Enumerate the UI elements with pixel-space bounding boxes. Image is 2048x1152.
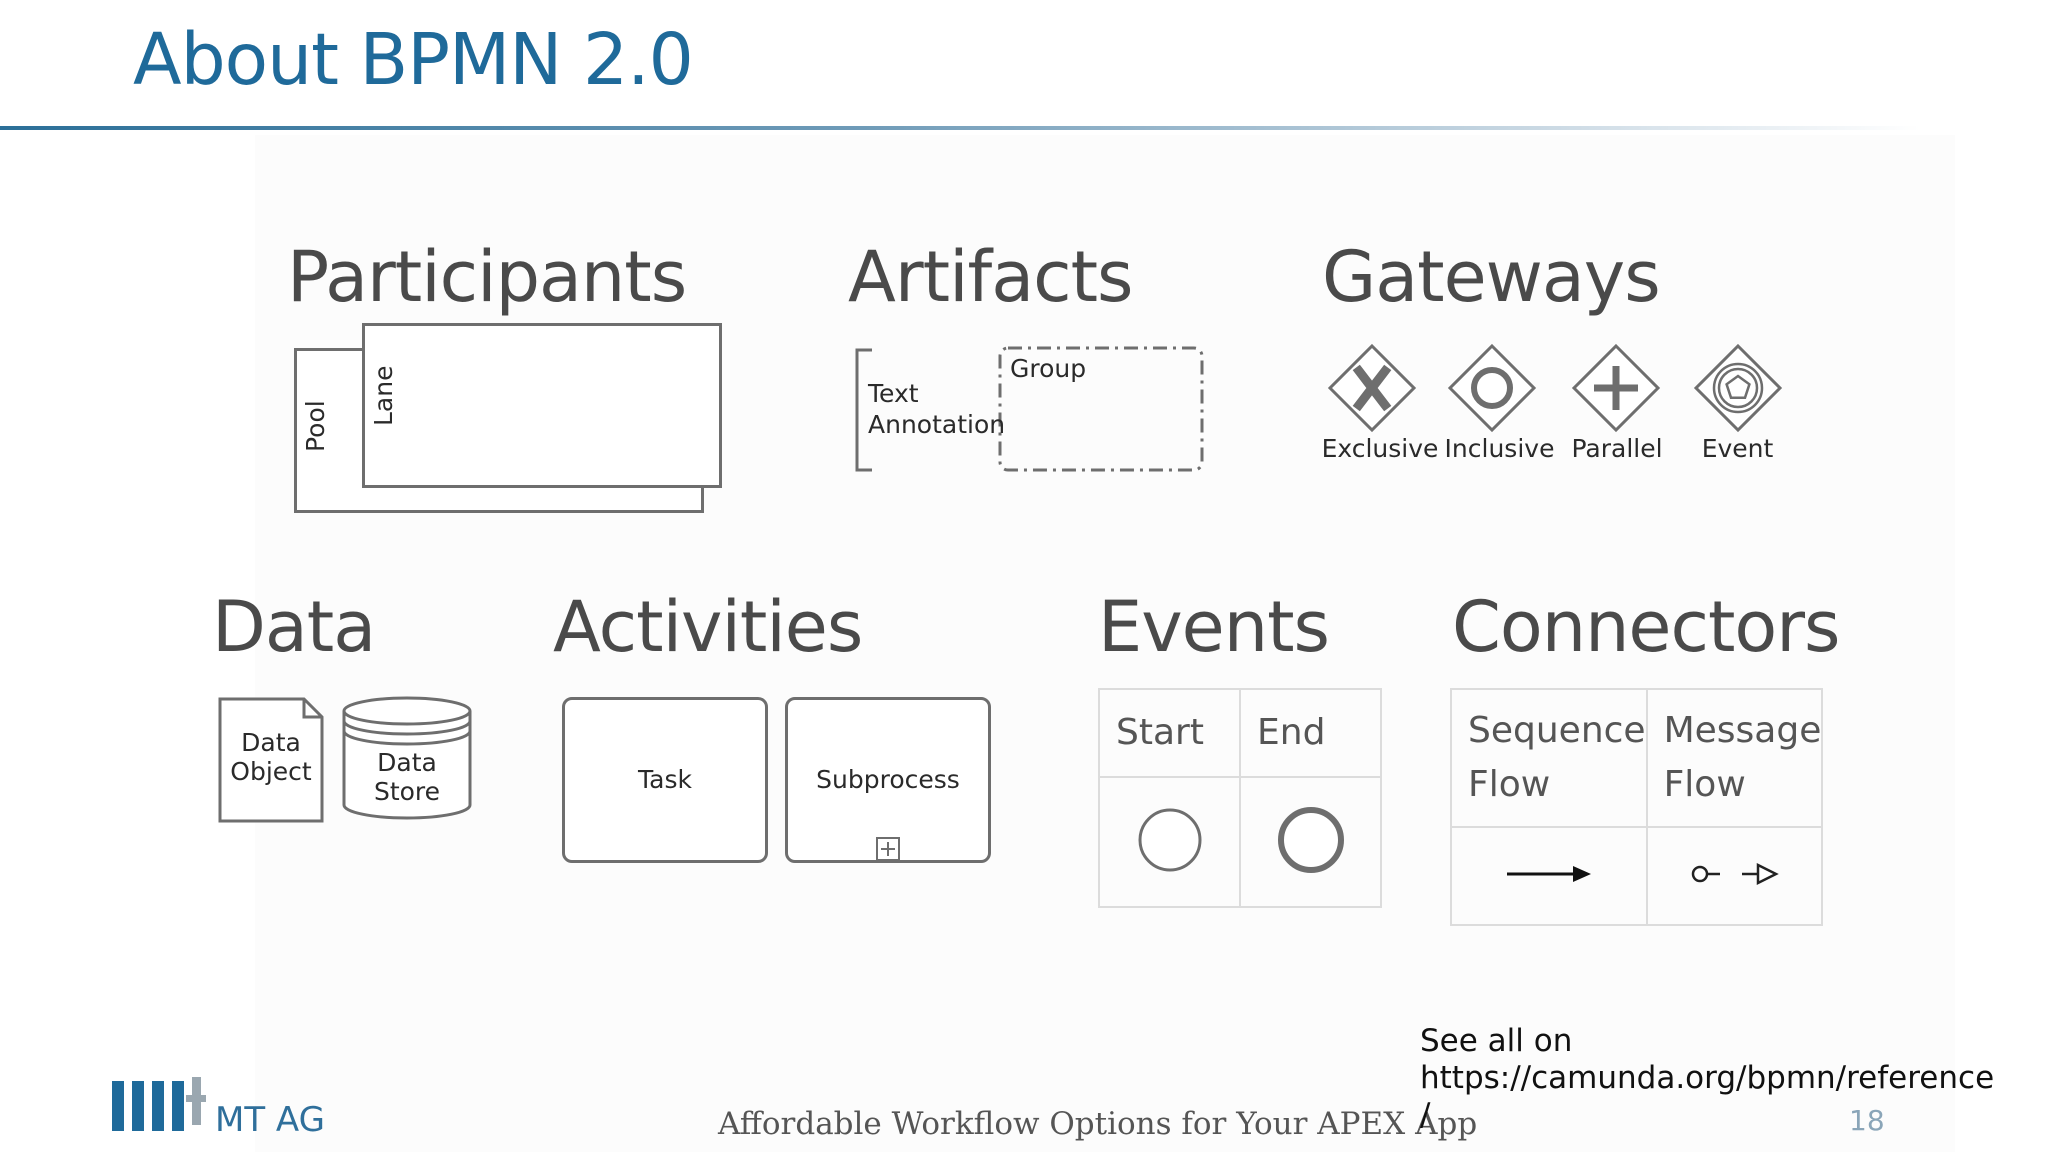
exclusive-gateway-icon <box>1327 343 1417 433</box>
connectors-table: Sequence Flow Message Flow <box>1450 688 1824 926</box>
end-event-icon <box>1277 807 1344 873</box>
group-label: Group <box>1010 354 1087 383</box>
reference-note-line1: See all on <box>1420 1023 1573 1059</box>
artifacts-heading: Artifacts <box>848 236 1134 318</box>
message-flow-line1: Message <box>1663 710 1822 751</box>
reference-note-line3: / <box>1420 1097 1431 1133</box>
artifacts-shapes <box>855 346 1204 472</box>
sequence-flow-line2: Flow <box>1468 764 1551 805</box>
data-shapes <box>218 696 472 823</box>
pool-label: Pool <box>301 400 330 452</box>
events-table: Start End <box>1098 688 1382 908</box>
text-annotation-line1: Text <box>868 379 919 408</box>
title-divider <box>0 126 1920 130</box>
slide-title: About BPMN 2.0 <box>133 18 694 101</box>
task-label: Task <box>638 764 692 794</box>
data-store-line2: Store <box>373 777 441 806</box>
data-object-label: Data Object <box>220 728 322 786</box>
text-annotation-line2: Annotation <box>868 410 1006 439</box>
gateways-heading: Gateways <box>1322 236 1661 318</box>
reference-note: See all on https://camunda.org/bpmn/refe… <box>1420 1023 1994 1134</box>
group-dashed-box <box>998 346 1204 472</box>
subprocess-expand-icon <box>876 837 900 861</box>
parallel-gateway-icon <box>1571 343 1661 433</box>
connectors-heading: Connectors <box>1452 586 1841 668</box>
event-gateway-icon <box>1693 343 1783 433</box>
footer-presentation-title: Affordable Workflow Options for Your APE… <box>718 1106 1478 1142</box>
sequence-flow-arrow-icon <box>1506 866 1591 882</box>
reference-link[interactable]: https://camunda.org/bpmn/reference <box>1420 1060 1995 1096</box>
content-area <box>255 135 1955 1152</box>
participants-heading: Participants <box>287 236 687 318</box>
data-store-line1: Data <box>377 748 437 777</box>
data-heading: Data <box>212 586 376 668</box>
data-object-line1: Data <box>241 728 301 757</box>
mt-ag-logo-icon <box>112 1077 206 1131</box>
gateway-label-parallel: Parallel <box>1571 434 1663 463</box>
lane-label: Lane <box>369 365 398 426</box>
gateway-label-event: Event <box>1701 434 1774 463</box>
page-number: 18 <box>1849 1104 1885 1137</box>
sequence-flow-line1: Sequence <box>1468 710 1646 751</box>
data-object-shape <box>218 697 324 823</box>
text-annotation-label: Text Annotation <box>868 378 1005 440</box>
data-store-label: Data Store <box>344 748 470 806</box>
gateway-label-inclusive: Inclusive <box>1444 434 1555 463</box>
data-store-shape <box>342 696 472 820</box>
gateway-label-exclusive: Exclusive <box>1321 434 1439 463</box>
inclusive-gateway-icon <box>1447 343 1537 433</box>
message-flow-line2: Flow <box>1663 764 1746 805</box>
data-object-line2: Object <box>230 757 312 786</box>
event-end-label: End <box>1257 712 1326 753</box>
subprocess-shape: Subprocess <box>785 697 991 863</box>
text-annotation-bracket <box>855 348 872 472</box>
subprocess-label: Subprocess <box>816 764 960 794</box>
message-flow-arrow-icon <box>1692 862 1780 886</box>
event-start-label: Start <box>1116 712 1204 753</box>
activities-heading: Activities <box>553 586 863 668</box>
logo-text: MT AG <box>215 1100 325 1140</box>
lane-shape <box>362 323 722 488</box>
start-event-icon <box>1138 808 1201 872</box>
task-shape: Task <box>562 697 768 863</box>
gateway-icons <box>1327 343 1783 433</box>
events-heading: Events <box>1098 586 1330 668</box>
